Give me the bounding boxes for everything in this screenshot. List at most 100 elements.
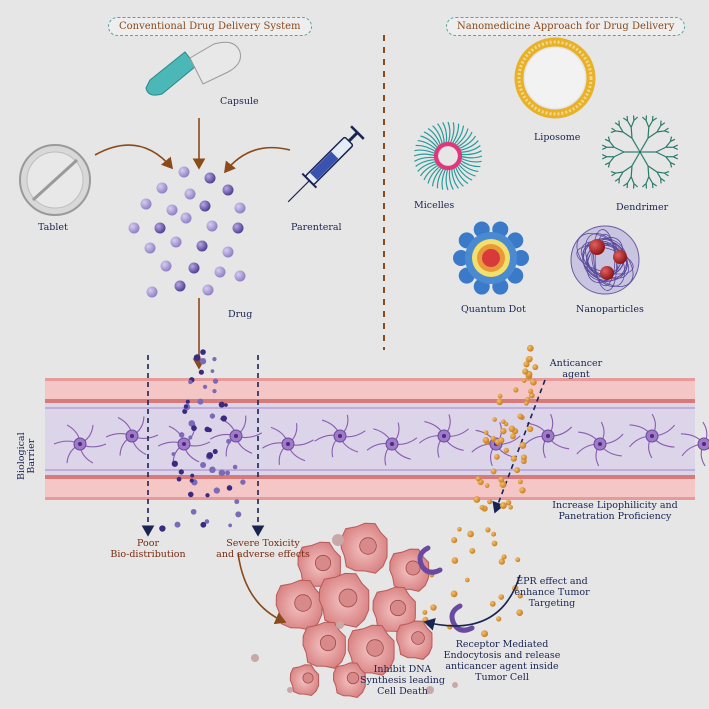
dendrimer-branch [670,138,676,143]
dendrimer-branch [630,176,635,184]
drug-particle-leak [209,466,216,474]
neuron-nucleus [442,434,446,438]
barrier-label-line2: Barrier [26,438,38,474]
dendrimer-branch [647,165,658,173]
dendrimer-branch [669,136,673,142]
neuron-nucleus [130,434,134,438]
drug-particle [154,222,166,234]
anticancer-particle [517,413,524,420]
drug-particle [166,204,178,216]
micelle-tail [456,131,473,149]
micelle-tail [413,153,437,157]
dendrimer-branch [663,127,669,132]
tumor-nucleus [366,639,384,657]
anticancer-particle [499,502,507,509]
dendrimer-branch [631,151,641,167]
micelle-tail [457,162,476,177]
receptor-line4: Tumor Cell [475,671,529,683]
drug-particle [174,280,186,292]
drug-particle [206,220,218,232]
nanoparticle-strand [582,238,628,282]
drug-particle-leak [191,425,197,431]
neuron-nucleus [338,434,342,438]
drug-particle-leak [184,404,188,409]
tumor-nucleus [411,631,425,645]
anticancer-particle [498,476,505,483]
micelle-tail [423,131,441,148]
drug-particle-leak [198,369,204,375]
dendrimer-branch [664,130,670,134]
dendrimer-branch [665,141,671,148]
micelles-icon [413,121,483,191]
anticancer-particle [497,393,503,399]
micelles-label: Micelles [414,200,455,211]
toxicity-line1: Severe Toxicity [226,538,300,549]
dendrimer-branch [648,120,654,128]
micelle-tail [427,127,442,147]
dendrimer-branch [602,154,608,158]
micelle-tail [441,167,447,190]
anticancer-particle [510,455,517,462]
anticancer-particle [487,499,493,505]
dendrimer-branch [630,165,633,177]
toxicity-line2: and adverse effects [216,548,310,560]
nanoparticles-icon [570,225,640,295]
dna-line2: Synthesis leading [360,674,446,686]
drug-particle-leak [240,479,246,485]
dendrimer-branch [645,176,650,184]
anticancer-particle [499,481,507,489]
tumor-nucleus [405,560,421,576]
inhibit-dna-label: Inhibit DNA Synthesis leading Cell Death [360,664,446,698]
drug-particle-leak [226,485,233,491]
dendrimer-branch [633,183,639,188]
anticancer-particle [519,442,527,449]
drug-particle-leak [204,519,210,524]
anticancer-particle [520,454,527,461]
dendrimer-branch [656,130,665,133]
anticancer-particle [517,593,523,599]
dendrimer-branch [609,141,615,148]
nanoparticles-label: Nanoparticles [576,304,644,315]
nanoparticle-strand [580,241,630,279]
drug-particle [222,184,234,196]
tumor-debris [332,534,344,546]
micelle-tail [449,122,455,145]
lipo-line2: Panetration Proficiency [558,510,672,522]
anticancer-particle [469,548,476,554]
anticancer-line1: Anticancer [549,358,603,369]
drug-particle [202,284,214,296]
drug-particle-leak [188,379,193,385]
receptor-line3: anticancer agent inside [445,660,559,672]
neuron-nucleus [390,442,394,446]
liposome-label: Liposome [534,132,581,143]
anticancer-particle [490,468,497,475]
epr-line2: enhance Tumor [514,586,590,598]
drug-particle-leak [189,478,194,483]
micelle-tail [423,163,440,181]
severe-toxicity-label: Severe Toxicity and adverse effects [213,538,313,561]
drug-particle [160,260,172,272]
dendrimer-branch [611,172,617,177]
dendrimer-branch [641,183,647,188]
micelle-tail [457,135,477,150]
poor-line1: Poor [137,538,159,549]
lipo-line1: Increase Lipophilicity and [552,500,678,511]
tumor-nucleus [346,671,360,685]
dendrimer-branch [652,117,657,122]
drug-particle-leak [210,369,215,374]
dendrimer-branch [670,161,676,166]
drug-particle-leak [200,462,207,469]
dendrimer-branch [660,122,666,127]
dendrimer-branch [611,127,617,132]
dendrimer-branch [615,130,624,133]
nanomedicine-header: Nanomedicine Approach for Drug Delivery [446,17,686,36]
anticancer-line2: agent [562,368,590,380]
dendrimer-branch [614,177,620,182]
tumor-nucleus [294,594,312,612]
drug-particle-leak [228,523,232,528]
neuron-nucleus [286,442,290,446]
parenteral-label: Parenteral [291,222,342,233]
anticancer-particle [483,430,489,435]
dendrimer-branch [626,120,632,128]
